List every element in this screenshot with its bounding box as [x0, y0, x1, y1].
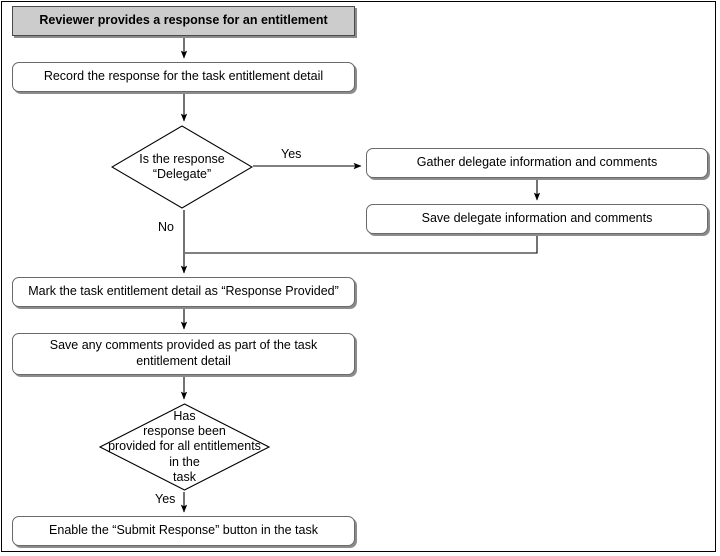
node-label: Has response been provided for all entit…: [108, 408, 261, 484]
edge-label-yes-all-entitlements: Yes: [155, 492, 176, 506]
node-label: Save delegate information and comments: [421, 211, 653, 226]
node-enable-submit-response: Enable the “Submit Response” button in t…: [12, 516, 355, 546]
diamond-shape: [111, 125, 253, 209]
node-gather-delegate-info: Gather delegate information and comments: [366, 148, 708, 178]
node-label: Reviewer provides a response for an enti…: [39, 13, 328, 28]
node-start-reviewer-response: Reviewer provides a response for an enti…: [12, 6, 355, 36]
node-save-comments: Save any comments provided as part of th…: [12, 333, 355, 375]
node-label: Save any comments provided as part of th…: [49, 338, 318, 368]
diamond-shape: [99, 403, 270, 491]
node-decision-is-response-delegate: Is the response “Delegate”: [111, 125, 253, 209]
node-record-response: Record the response for the task entitle…: [12, 62, 355, 92]
node-label: Mark the task entitlement detail as “Res…: [28, 284, 339, 299]
node-label: Record the response for the task entitle…: [43, 69, 324, 84]
node-mark-response-provided: Mark the task entitlement detail as “Res…: [12, 277, 355, 307]
edge-label-yes-delegate: Yes: [281, 147, 302, 161]
node-label: Enable the “Submit Response” button in t…: [49, 523, 318, 538]
node-save-delegate-info: Save delegate information and comments: [366, 204, 708, 234]
node-decision-all-entitlements-answered: Has response been provided for all entit…: [99, 403, 270, 491]
node-label: Is the response “Delegate”: [139, 151, 225, 181]
edge-label-no-delegate: No: [158, 220, 174, 234]
node-label: Gather delegate information and comments: [416, 155, 658, 170]
